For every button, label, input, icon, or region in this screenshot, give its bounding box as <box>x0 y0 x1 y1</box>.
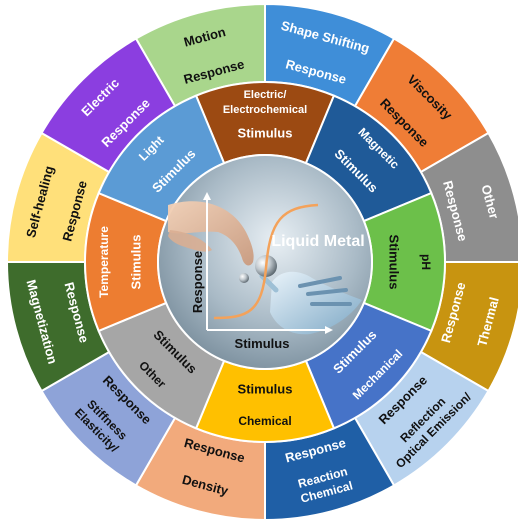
response-curve-plot <box>203 192 333 334</box>
inner-stimulus-label: Chemical <box>238 414 291 428</box>
inner-stimulus-sublabel: Stimulus <box>128 235 143 290</box>
inner-stimulus-label: pH <box>419 254 433 270</box>
center-title: Liquid Metal <box>271 233 364 250</box>
inner-stimulus-label: Temperature <box>97 226 111 298</box>
response-curve <box>213 203 319 320</box>
inner-stimulus-label-line2: Electrochemical <box>223 104 307 116</box>
center-x-axis-label: Stimulus <box>235 336 290 351</box>
inner-stimulus-sublabel: Stimulus <box>238 381 293 396</box>
inner-stimulus-sublabel: Stimulus <box>387 235 402 290</box>
center-disc: Liquid Metal Response Stimulus <box>157 154 373 370</box>
human-finger-illustration <box>168 201 254 266</box>
center-y-axis-label: Response <box>190 251 205 313</box>
liquid-metal-droplet-small <box>239 273 249 283</box>
inner-stimulus-label: Electric/ <box>244 89 287 101</box>
inner-stimulus-sublabel: Stimulus <box>238 125 293 140</box>
